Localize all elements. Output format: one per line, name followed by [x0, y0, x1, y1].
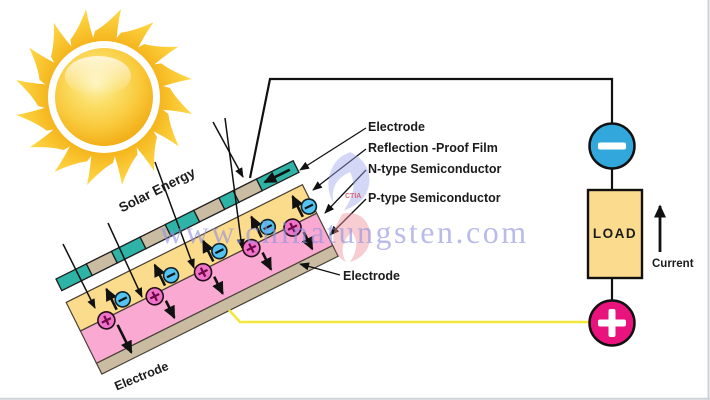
down-arrow [116, 324, 133, 354]
sunlight-ray [224, 117, 245, 249]
minus-icon [598, 142, 626, 150]
down-arrow [260, 251, 273, 271]
hole-icon [145, 286, 165, 306]
up-arrow [105, 287, 118, 311]
electrons [114, 198, 318, 308]
electrode-top-label: Electrode [368, 120, 425, 134]
watermark-logo-text: CTIA [345, 193, 361, 200]
hole-icon [97, 311, 116, 330]
sunlight-ray [62, 243, 96, 309]
load-box: LOAD [586, 188, 644, 280]
current-label: Current [652, 258, 694, 270]
reflection-film-label: Reflection -Proof Film [368, 141, 498, 155]
sun-gloss [65, 56, 131, 96]
pointer-electrode-top [299, 127, 367, 171]
negative-wire [248, 77, 614, 179]
hole-icon [193, 262, 213, 282]
down-arrow [163, 300, 176, 320]
sunlight-rays [62, 117, 245, 309]
negative-terminal [588, 122, 636, 170]
electrode-right-label: Electrode [343, 269, 400, 283]
positive-wire [228, 309, 589, 324]
current-indicator: Current [652, 204, 694, 270]
pointer-n-type [324, 169, 367, 214]
panel-body [65, 183, 339, 375]
electron-icon [114, 291, 132, 308]
bottom-electrode-layer [95, 244, 339, 375]
electron-icon [211, 242, 228, 260]
up-arrow [250, 215, 263, 238]
pointer-p-type [329, 198, 367, 236]
electron-drift-arrows [105, 194, 304, 311]
watermark-logo-red [333, 212, 371, 262]
solar-energy-label: Solar Energy [116, 164, 198, 215]
sun-icon [16, 9, 192, 185]
load-label: LOAD [593, 226, 637, 241]
up-arrow [201, 239, 215, 263]
sunlight-ray [212, 121, 244, 178]
pointer-electrode-right [299, 262, 341, 276]
up-arrow [153, 263, 167, 287]
top-electrode-strip [55, 159, 300, 292]
down-arrow [212, 276, 224, 296]
electron-icon [162, 266, 180, 284]
sunlight-ray [154, 161, 195, 269]
watermark-url: www.chinatungsten.com [160, 214, 529, 250]
n-type-label: N-type Semiconductor [368, 162, 501, 176]
sunlight-ray [107, 222, 143, 298]
hole-drift-arrows [116, 231, 314, 354]
p-type-label: P-type Semiconductor [368, 191, 501, 205]
hole-icon [283, 218, 302, 237]
electron-icon [259, 218, 277, 236]
positive-terminal [588, 299, 636, 347]
watermark-logo-blue [328, 152, 370, 210]
label-pointers [299, 127, 367, 276]
watermark: CTIA www.chinatungsten.com [160, 152, 529, 262]
electron-icon [300, 198, 318, 215]
down-arrow [301, 231, 314, 251]
pointer-reflection-film [312, 148, 367, 191]
hole-icon [242, 238, 261, 258]
up-arrow [291, 194, 304, 218]
plus-icon [608, 309, 616, 337]
electron-flow-arrow [263, 168, 291, 184]
holes [97, 218, 302, 330]
